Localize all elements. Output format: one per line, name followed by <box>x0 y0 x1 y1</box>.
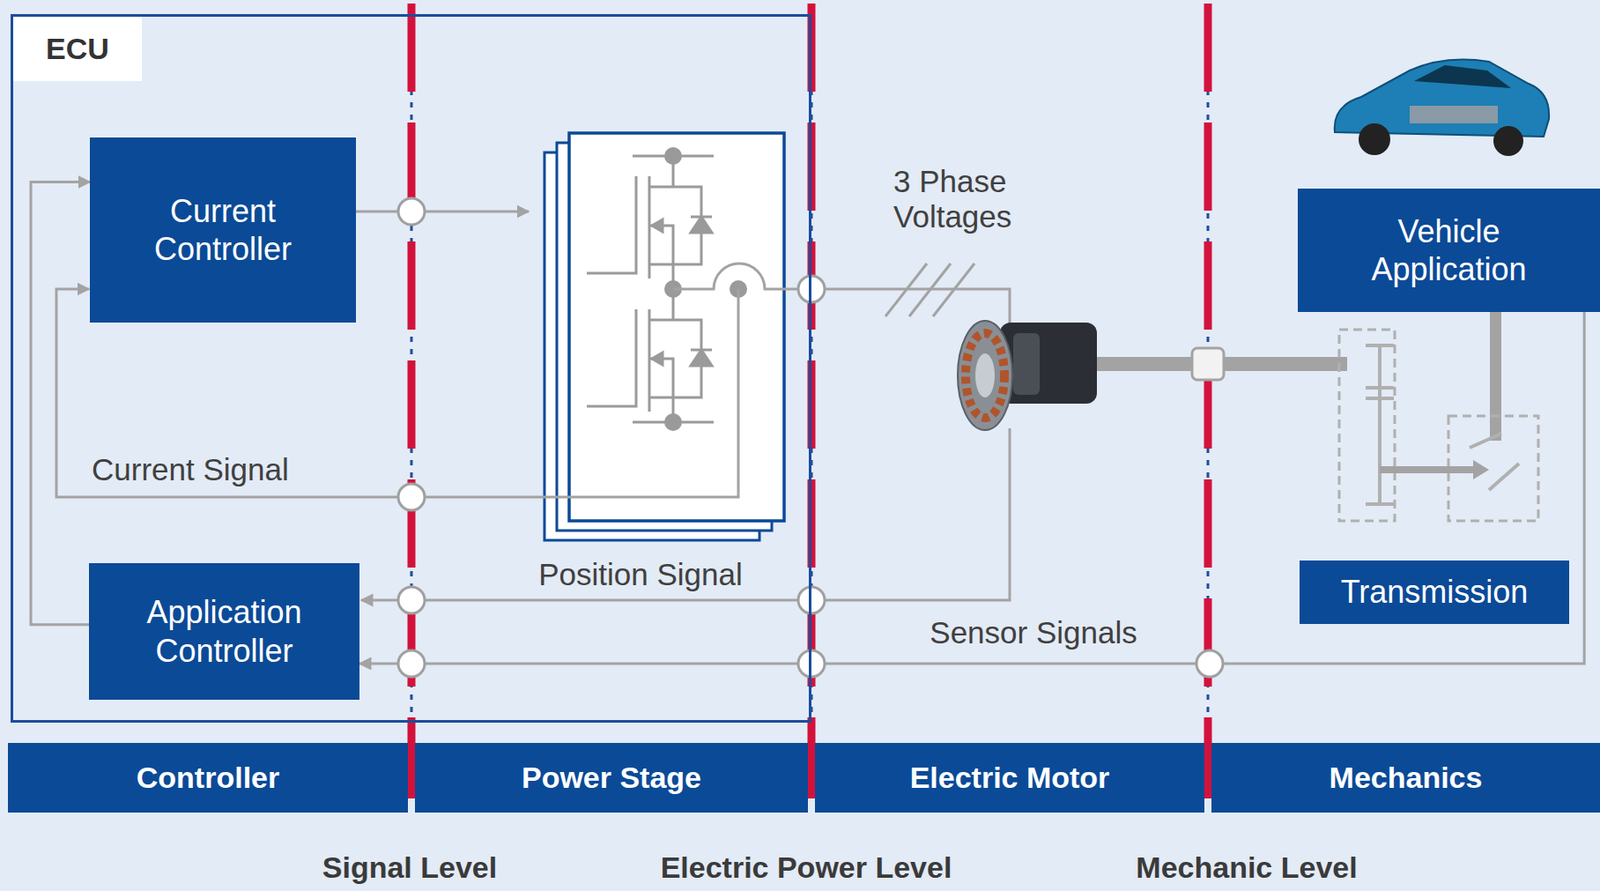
output-arrow <box>1473 459 1489 480</box>
node-text: ECU <box>13 16 142 82</box>
joint-circle <box>398 650 425 677</box>
signal-connector <box>30 181 90 624</box>
rotor-hub <box>975 353 995 398</box>
divider-dash <box>1207 3 1210 799</box>
car-wheel <box>1493 125 1524 156</box>
electric-motor-picture <box>957 320 1348 430</box>
signal-connector <box>359 311 1585 664</box>
level-band: Power Stage <box>414 742 808 813</box>
divider-red <box>807 3 816 799</box>
node-text: Power Stage <box>521 759 702 796</box>
divider-red <box>1204 3 1213 799</box>
phase-wire <box>673 263 1010 328</box>
mosfet-lines <box>586 155 712 289</box>
car-wheel <box>1358 123 1391 156</box>
clutch-lines <box>1469 433 1519 490</box>
application-box: Vehicle Application <box>1297 188 1600 312</box>
joint-circle <box>398 586 425 614</box>
joint-circle <box>398 483 425 511</box>
controller-box: Current Controller <box>89 137 356 323</box>
transmission-box: Transmission <box>1299 560 1570 624</box>
level-band: Controller <box>7 742 408 813</box>
car-window <box>1414 65 1512 89</box>
stage-card <box>569 133 785 521</box>
stator-coils <box>965 333 1005 418</box>
node-text: Vehicle Application <box>1343 212 1556 289</box>
level-label: Electric Power Level <box>660 850 953 885</box>
level-band: Mechanics <box>1211 742 1600 813</box>
mosfet-symbol <box>586 288 712 423</box>
node-text: Mechanics <box>1329 759 1483 796</box>
node-text: Transmission <box>1340 572 1529 611</box>
control-wire <box>355 210 529 214</box>
position-signal-wire <box>361 428 1010 600</box>
signal-label: 3 Phase Voltages <box>893 163 1061 236</box>
divider-dash <box>410 3 414 799</box>
node-dot <box>664 413 682 431</box>
joint-circle <box>1196 650 1223 677</box>
motor-body <box>1000 322 1097 404</box>
mosfet-symbol <box>586 155 712 289</box>
node-text: Current Controller <box>134 192 312 268</box>
level-label: Mechanic Level <box>1135 850 1357 885</box>
vehicle-shaft <box>1489 311 1502 441</box>
signal-label: Current Signal <box>91 451 289 488</box>
divider-red <box>407 3 416 799</box>
power-stage-stack <box>544 133 785 541</box>
transmission-schematic <box>1339 311 1539 521</box>
node-dot <box>664 147 682 165</box>
output-shaft <box>1379 466 1474 474</box>
node-text: Controller <box>136 759 280 796</box>
joint-circle <box>798 650 825 677</box>
ecu-housing: ECU Current ControllerApplication Control… <box>10 14 812 723</box>
edge-label: Sensor Signals <box>925 614 1141 651</box>
signal-label: Position Signal <box>538 556 743 593</box>
three-phase-slashes <box>885 263 975 317</box>
joint-circle <box>798 586 825 614</box>
controller-box: Application Controller <box>88 562 360 700</box>
joint-circle <box>798 275 825 303</box>
stator-disk <box>957 320 1013 430</box>
motor-face <box>1013 333 1040 395</box>
node-text: Application Controller <box>118 592 331 669</box>
level-label: Signal Level <box>322 850 497 885</box>
mosfet-arrows <box>651 216 712 233</box>
joint-circle <box>398 198 425 225</box>
level-band: Electric Motor <box>814 742 1205 813</box>
car-picture <box>1334 59 1549 156</box>
car-chassis <box>1409 105 1498 124</box>
shaft-coupling <box>1192 348 1224 380</box>
gear-lines <box>1365 345 1394 504</box>
node-text: Electric Motor <box>910 759 1111 796</box>
car-body <box>1334 59 1549 137</box>
gear-housing <box>1339 329 1395 521</box>
